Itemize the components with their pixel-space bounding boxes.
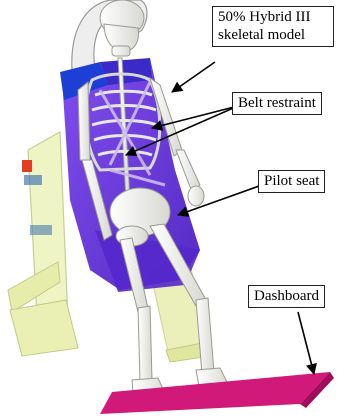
label-pilot-seat: Pilot seat — [258, 170, 325, 193]
label-skeletal-model-line2: skeletal model — [218, 26, 328, 44]
label-skeletal-model-line1: 50% Hybrid III — [218, 8, 328, 26]
arrow-model — [172, 62, 215, 92]
label-skeletal-model: 50% Hybrid III skeletal model — [212, 6, 334, 47]
label-belt-restraint: Belt restraint — [232, 92, 322, 115]
arrow-dashboard — [298, 312, 314, 374]
label-dashboard: Dashboard — [248, 285, 325, 308]
skeletal-model — [78, 0, 230, 404]
